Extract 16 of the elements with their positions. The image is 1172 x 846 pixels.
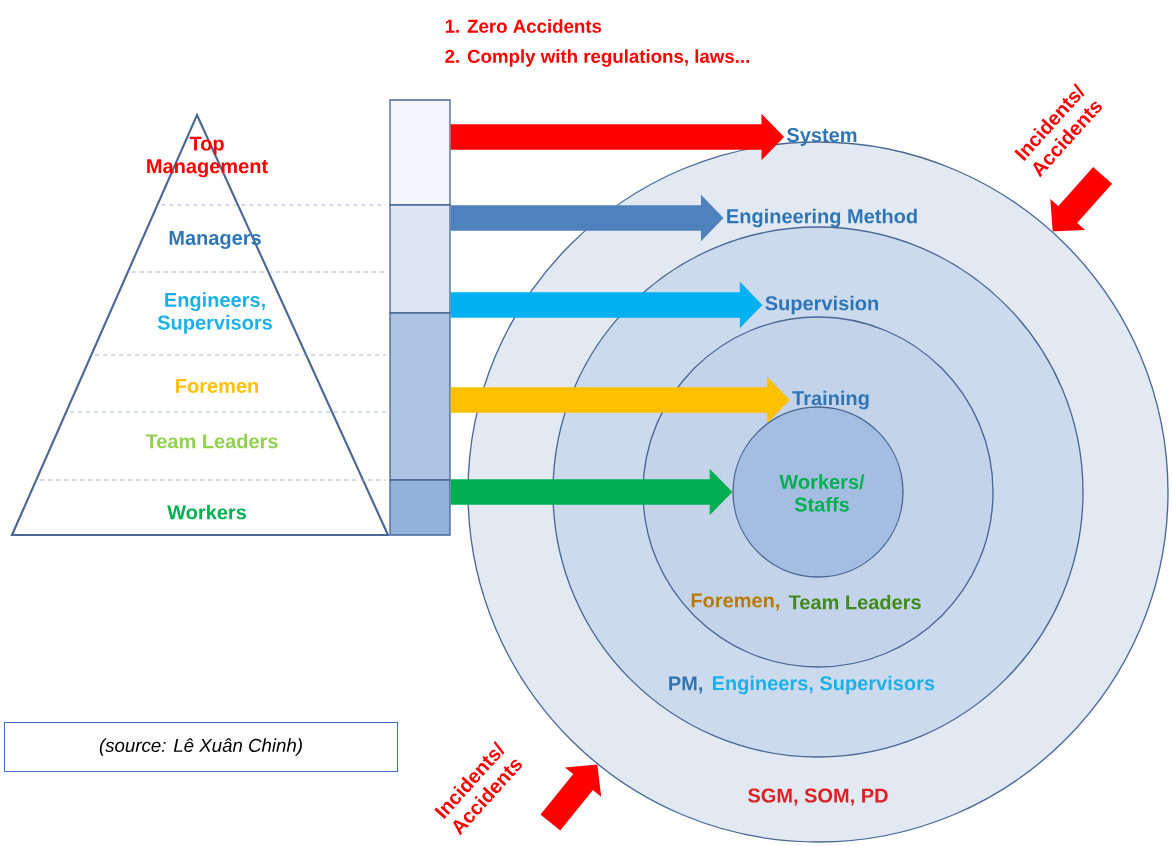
ring-label: Training [792,390,869,410]
level-label: Engineers, Supervisors [157,292,272,334]
ring-label: Engineering Method [727,208,917,228]
stacked-bar [389,479,451,536]
source-box: (source: Lê Xuân Chinh) [3,721,399,773]
stacked-bar [389,204,451,314]
goal-text: 2. Comply with regulations, laws... [445,49,749,67]
level-label: Team Leaders [145,433,278,449]
ring-label: Workers/ Staffs [779,474,865,512]
goal-text: 1. Zero Accidents [445,19,602,33]
ring-label: Supervision [765,295,878,315]
block-arrow [1050,166,1113,232]
level-label: Workers [167,504,246,520]
level-label: Foremen [176,379,258,393]
stacked-bar [389,312,451,481]
stacked-bar [389,99,451,206]
